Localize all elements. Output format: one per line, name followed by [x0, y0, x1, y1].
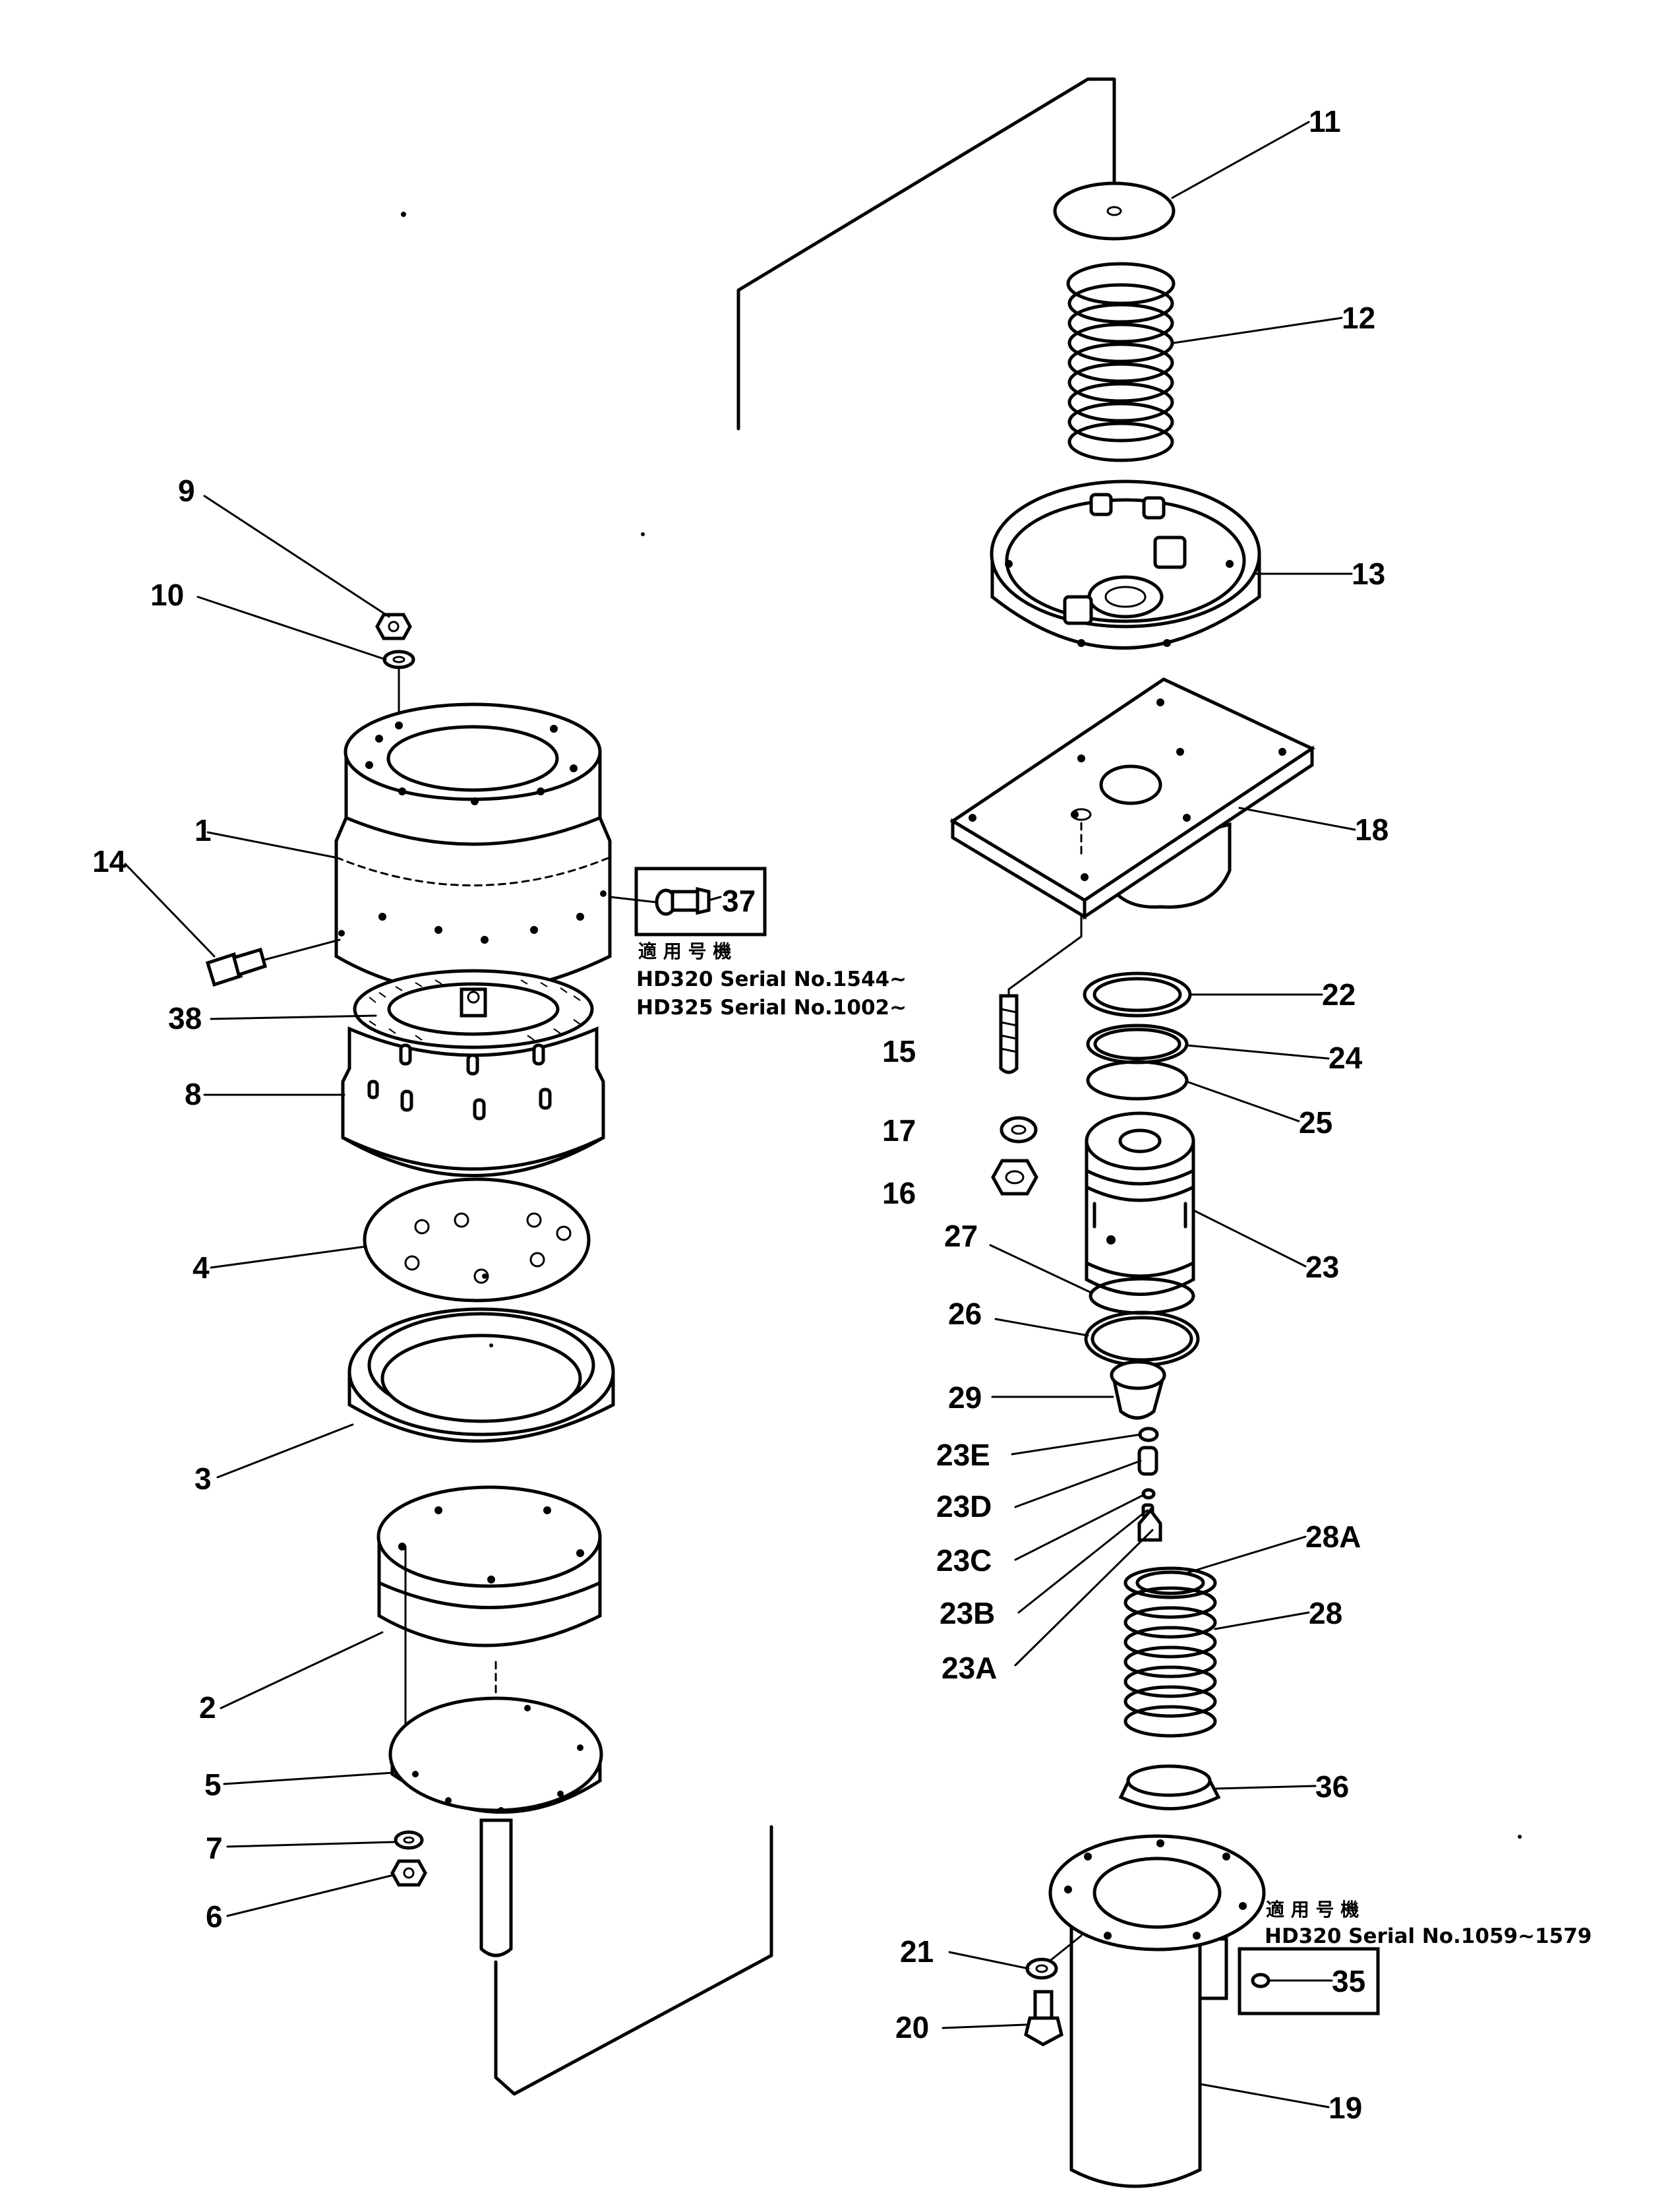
- label-23A: 23A: [942, 1651, 997, 1685]
- label-9: 9: [178, 474, 195, 508]
- part-28A-spring: [1135, 1570, 1205, 1595]
- part-10-washer: [382, 650, 415, 669]
- part-11-disc: [1053, 181, 1176, 241]
- label-28: 28: [1309, 1596, 1342, 1630]
- label-23D: 23D: [936, 1489, 992, 1523]
- label-3: 3: [194, 1461, 212, 1496]
- part-13-ring-housing: [990, 479, 1261, 650]
- label-22: 22: [1322, 977, 1356, 1012]
- applicability-note-left: 適 用 号 機 HD320 Serial No.1544~ HD325 Seri…: [636, 940, 907, 1020]
- part-20-bolt: [1024, 1990, 1063, 2046]
- part-38-gasket: [353, 969, 594, 1049]
- label-28A: 28A: [1305, 1520, 1361, 1554]
- part-26-ring: [1084, 1310, 1200, 1367]
- part-23-valve-body: [1085, 1111, 1195, 1296]
- label-17: 17: [882, 1113, 916, 1148]
- label-6: 6: [206, 1899, 223, 1934]
- part-6-nut: [390, 1859, 427, 1887]
- part-3-bearing: [347, 1307, 615, 1443]
- note-right-line1: HD320 Serial No.1059~1579: [1265, 1924, 1592, 1948]
- label-27: 27: [944, 1219, 978, 1253]
- part-22-ring: [1083, 971, 1192, 1018]
- part-14-bolt: [205, 938, 341, 987]
- part-23E: [1138, 1427, 1159, 1442]
- part-2-cylinder: [376, 1485, 602, 1647]
- label-20: 20: [895, 2010, 929, 2044]
- label-5: 5: [204, 1767, 222, 1802]
- label-24: 24: [1329, 1041, 1363, 1075]
- label-19: 19: [1329, 2091, 1362, 2125]
- note-left-heading: 適 用 号 機: [638, 940, 731, 962]
- label-35: 35: [1332, 1964, 1365, 1998]
- part-23C: [1141, 1488, 1156, 1500]
- part-7-washer: [394, 1830, 424, 1850]
- part-19-tube: [1048, 1834, 1266, 2188]
- label-25: 25: [1299, 1105, 1332, 1140]
- part-25-ring: [1086, 1060, 1189, 1101]
- label-14: 14: [92, 844, 127, 878]
- part-labels: 9 10 1 14 37 38 8 4 3 2 5 7 6 11 12 13 1…: [92, 104, 1389, 2125]
- part-28-spring: [1123, 1566, 1217, 1738]
- part-36-cap: [1118, 1764, 1221, 1810]
- label-1: 1: [194, 813, 212, 847]
- part-37-fitting-box: [609, 867, 767, 937]
- part-21-washer: [1025, 1957, 1058, 1980]
- connecting-line-top: [736, 77, 1116, 431]
- leader-lines: [124, 121, 1356, 2108]
- applicability-note-right: 適 用 号 機 HD320 Serial No.1059~1579: [1265, 1899, 1592, 1948]
- part-29-seat: [1110, 1360, 1166, 1420]
- part-23D: [1137, 1446, 1158, 1476]
- note-left-line1: HD320 Serial No.1544~: [636, 968, 907, 991]
- part-9-nut: [375, 613, 412, 640]
- label-2: 2: [199, 1690, 216, 1725]
- part-35-box: [1238, 1947, 1380, 2015]
- label-23B: 23B: [940, 1596, 995, 1630]
- part-8-body: [341, 1026, 605, 1177]
- part-5-shaft: [479, 1818, 513, 1957]
- stray-dot: [489, 1343, 493, 1347]
- label-23: 23: [1305, 1250, 1339, 1284]
- stray-dot: [641, 532, 645, 536]
- label-4: 4: [193, 1250, 210, 1285]
- label-15: 15: [882, 1034, 916, 1068]
- part-15-stud: [999, 994, 1019, 1074]
- label-23E: 23E: [936, 1438, 990, 1472]
- part-17-washer: [1000, 1116, 1038, 1144]
- part-16-nut: [991, 1159, 1038, 1196]
- part-4-plate: [363, 1177, 591, 1303]
- label-16: 16: [882, 1176, 916, 1210]
- label-26: 26: [948, 1297, 982, 1331]
- part-12-spring: [1066, 262, 1176, 462]
- label-13: 13: [1352, 557, 1385, 591]
- label-10: 10: [150, 578, 184, 612]
- label-37: 37: [722, 884, 756, 918]
- stray-dot: [482, 1274, 487, 1279]
- connecting-line-bottom: [494, 1825, 773, 2096]
- label-29: 29: [948, 1380, 982, 1415]
- note-left-line2: HD325 Serial No.1002~: [636, 996, 907, 1020]
- note-right-heading: 適 用 号 機: [1266, 1899, 1359, 1920]
- label-8: 8: [185, 1077, 202, 1111]
- label-23C: 23C: [936, 1543, 992, 1578]
- label-36: 36: [1315, 1769, 1349, 1804]
- label-11: 11: [1309, 104, 1341, 138]
- label-7: 7: [206, 1831, 223, 1865]
- label-38: 38: [168, 1001, 202, 1035]
- part-23A: [1137, 1507, 1162, 1542]
- label-18: 18: [1355, 813, 1389, 847]
- label-12: 12: [1342, 301, 1375, 335]
- part-5-plate: [388, 1696, 603, 1814]
- stray-dot: [1518, 1835, 1522, 1839]
- part-18-plate: [949, 677, 1316, 920]
- stray-dot: [401, 212, 406, 217]
- part-1-housing: [334, 702, 612, 995]
- part-24-ring: [1086, 1024, 1189, 1064]
- label-21: 21: [900, 1934, 934, 1969]
